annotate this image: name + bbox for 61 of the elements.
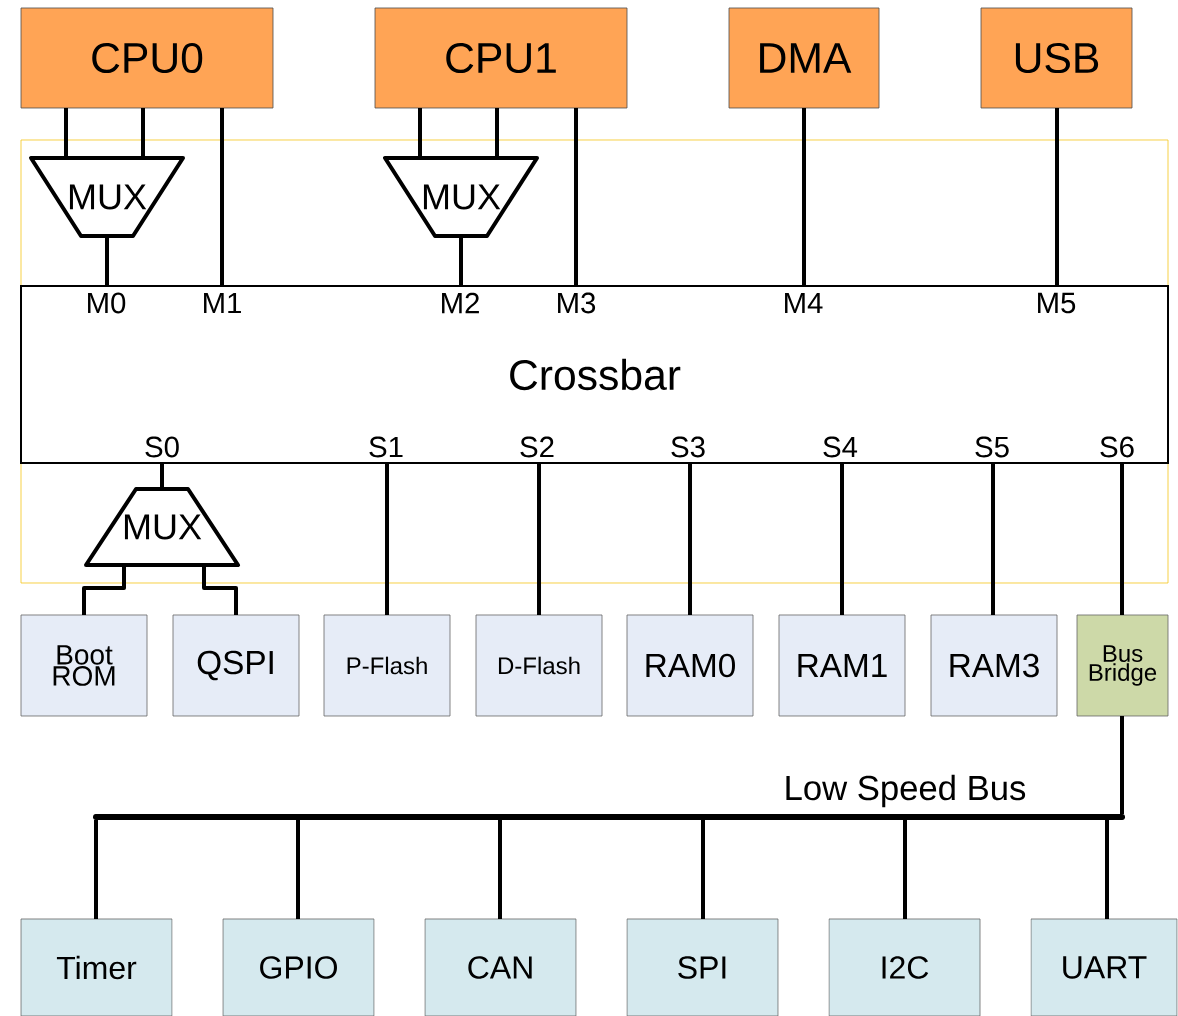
connector <box>1105 820 1109 919</box>
bus-label: Low Speed Bus <box>786 774 1026 808</box>
port-label: S1 <box>369 436 403 458</box>
memory-box: QSPI <box>172 614 300 717</box>
connector <box>701 820 705 919</box>
connector <box>385 463 389 615</box>
peripheral-box: UART <box>1030 918 1178 1016</box>
connector <box>160 463 164 489</box>
port-label: S5 <box>975 436 1009 458</box>
memory-box: RAM0 <box>626 614 754 717</box>
memory-box: D-Flash <box>475 614 603 717</box>
port-label: S2 <box>520 436 554 458</box>
port-label: M1 <box>204 292 241 314</box>
peripheral-box: CAN <box>424 918 577 1016</box>
connector <box>1120 463 1124 615</box>
memory-box: Boot ROM <box>20 614 148 717</box>
connector <box>495 108 499 158</box>
mux-trapezoid: MUX <box>383 156 539 238</box>
port-label: S3 <box>671 436 705 458</box>
master-box: DMA <box>728 7 880 109</box>
mux-trapezoid: MUX <box>29 156 185 238</box>
master-box: CPU0 <box>20 7 274 109</box>
connector <box>1055 108 1059 286</box>
connector <box>574 108 578 286</box>
connector <box>202 565 238 615</box>
port-label: M2 <box>442 292 479 314</box>
master-box: CPU1 <box>374 7 628 109</box>
connector <box>688 463 692 615</box>
port-label: M0 <box>88 292 126 314</box>
connector <box>1120 716 1124 814</box>
connector <box>105 236 109 286</box>
port-label: M5 <box>1038 292 1076 314</box>
master-box: USB <box>980 7 1133 109</box>
connector <box>459 236 463 286</box>
memory-box: RAM3 <box>930 614 1058 717</box>
connector <box>903 820 907 919</box>
connector <box>991 463 995 615</box>
connector <box>64 108 68 158</box>
bridge-box: Bus Bridge <box>1076 614 1169 717</box>
mux-trapezoid: MUX <box>84 487 240 567</box>
peripheral-box: SPI <box>626 918 779 1016</box>
connector <box>802 108 806 286</box>
connector <box>141 108 145 158</box>
memory-box: P-Flash <box>323 614 451 717</box>
port-label: M4 <box>785 292 823 314</box>
memory-box: RAM1 <box>778 614 906 717</box>
connector <box>296 820 300 919</box>
peripheral-box: GPIO <box>222 918 375 1016</box>
peripheral-box: I2C <box>828 918 981 1016</box>
peripheral-box: Timer <box>20 918 173 1016</box>
connector <box>537 463 541 615</box>
connector <box>840 463 844 615</box>
connector <box>82 565 126 615</box>
port-label: S6 <box>1100 436 1134 458</box>
connector <box>498 820 502 919</box>
port-label: S4 <box>823 436 858 458</box>
connector <box>94 820 98 919</box>
connector <box>418 108 422 158</box>
port-label: M3 <box>558 292 596 314</box>
port-label: S0 <box>145 436 179 458</box>
connector <box>220 108 224 286</box>
